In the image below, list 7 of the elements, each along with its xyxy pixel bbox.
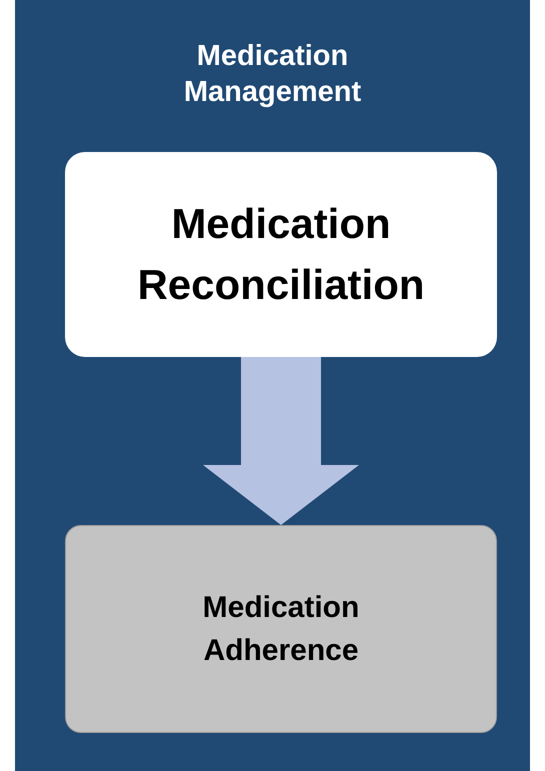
block-arrow <box>203 357 359 525</box>
panel-title: Medication Management <box>182 39 362 110</box>
box-label: Medication Reconciliation <box>136 198 426 310</box>
process-box <box>65 152 497 357</box>
panel-background <box>15 0 530 771</box>
box-label: Medication Adherence <box>202 590 360 669</box>
process-box <box>65 525 497 733</box>
